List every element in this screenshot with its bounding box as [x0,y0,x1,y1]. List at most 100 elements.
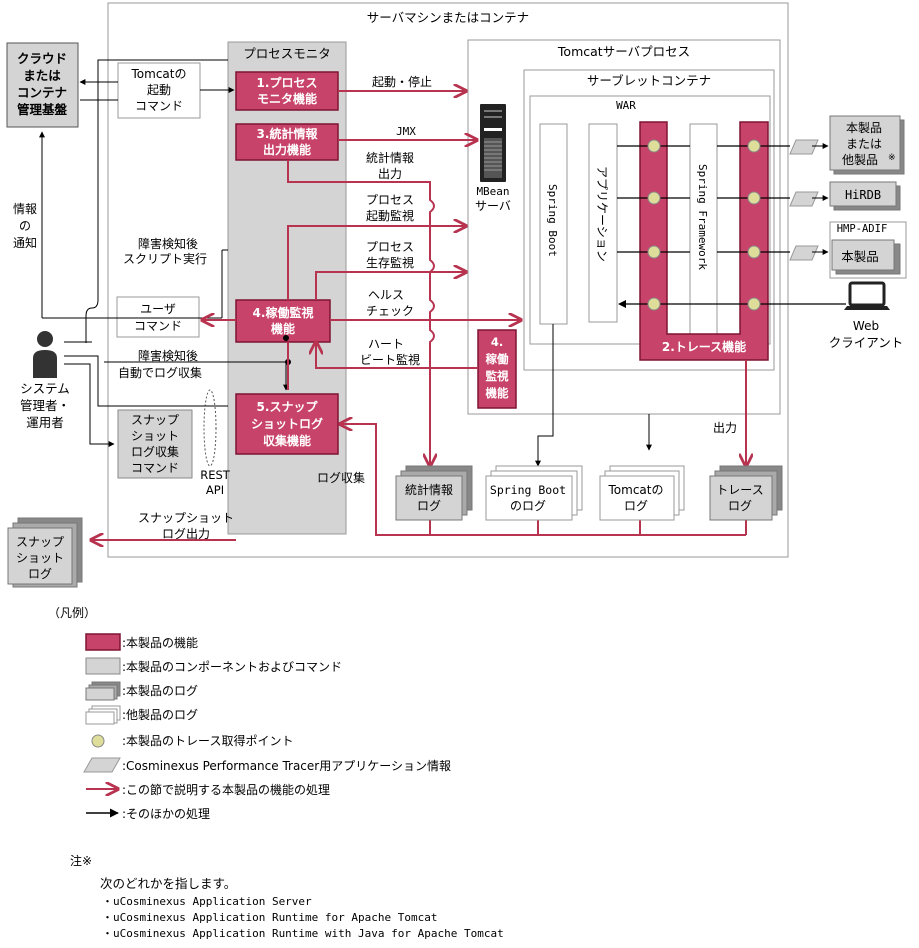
tomcat-start-label-2: 起動 [147,83,171,97]
trace-points [647,139,761,311]
springboot-log-label-1: Spring Boot [490,483,566,497]
snapshot-func-label-1: 5.スナップ [257,399,319,414]
tomcat-log-shape [599,465,685,521]
health-label-1: ヘルス [368,288,404,302]
springboot-log-shape [485,465,583,521]
stats-log-shape [395,465,473,521]
log-arrows [535,324,652,467]
info-notice-label-1: 情報 [13,202,37,216]
rest-api-ellipse [203,389,217,467]
legend-item-other-log: :他製品のログ [122,708,198,722]
stats-output-function-box [235,123,339,161]
stats-func-label-2: 出力機能 [263,142,311,157]
output-label: 出力 [713,421,737,435]
spring-framework-box [689,123,718,335]
stats-log-label-1: 統計情報 [405,482,453,497]
black-connectors [39,59,288,447]
process-alive-label-2: 生存監視 [366,255,414,270]
process-start-label-2: 起動監視 [366,208,414,223]
process-alive-label-1: プロセス [366,240,414,254]
trace-arrowhead [618,300,626,308]
user-cmd-label-2: コマンド [134,319,182,333]
heartbeat-label-2: ビート監視 [360,352,420,367]
snapcmd-label-3: ログ収集 [131,444,179,459]
monitor-func-label-2: 機能 [271,321,295,336]
snapshot-command-box [117,409,193,479]
pm-func-label-2: モニタ機能 [257,91,317,106]
info-notice-label-3: 通知 [13,236,37,250]
spring-framework-label: Spring Framework [696,164,709,270]
note-item: ・uCosminexus Application Runtime for Apa… [102,911,438,924]
user-cmd-label-1: ユーザ [140,302,176,316]
health-label-2: チェック [366,304,414,318]
note-item: ・uCosminexus Application Server [102,895,312,908]
server-machine-label: サーバマシンまたはコンテナ [367,10,529,25]
failure-log-label-1: 障害検知後 [138,348,198,363]
legend-item-product-log: :本製品のログ [122,684,198,698]
user-command-box [116,296,200,338]
legend-swatch-component [85,657,121,675]
prod-other-label-1: 本製品 [846,121,882,135]
snapout-label-2: ログ出力 [162,527,210,541]
monitoring-function-small-box [477,329,517,409]
hmp-product-label: 本製品 [841,249,879,264]
mbean-label-1: MBean [476,185,509,198]
note-title: 注※ [70,854,93,868]
cloud-label-1: クラウド [17,51,67,66]
web-label-2: クライアント [829,335,904,350]
process-monitor-label: プロセスモニタ [243,46,331,61]
product-or-other-box [829,115,905,175]
spring-boot-box [539,123,568,325]
legend-item-function: :本製品の機能 [122,635,198,650]
failure-log-label-2: 自動でログ収集 [118,365,202,380]
cloud-label-4: 管理基盤 [17,102,68,117]
hirdb-label: HiRDB [845,188,881,202]
legend-swatch-function [85,633,121,651]
snapcmd-label-4: コマンド [131,461,179,475]
monitor-small-label-4: 機能 [486,386,509,400]
stats-output-label-1: 統計情報 [366,150,414,165]
mbean-server-icon [480,104,506,182]
pm-func-label-1: 1.プロセス [257,75,318,90]
heartbeat-label-1: ハート [368,337,404,351]
process-start-label-1: プロセス [366,193,414,207]
snaplog-label-3: ログ [28,567,52,581]
hmp-adif-label: HMP-ADIF [837,223,888,235]
note-text: 次のどれかを指します。 [100,876,237,891]
snapcmd-label-2: ショット [131,429,179,443]
legend-swatch-other-log [85,705,121,725]
legend-item-trace-point: :本製品のトレース取得ポイント [122,733,293,748]
snapout-label-1: スナップショット [138,511,234,525]
tomcat-start-label-3: コマンド [135,99,183,113]
admin-person-icon [33,331,57,378]
admin-label-3: 運用者 [26,415,64,430]
legend-title: （凡例） [48,606,96,620]
right-arrows [812,143,829,255]
tomcat-start-command-box [117,62,201,119]
legend-item-cpt-info: :Cosminexus Performance Tracer用アプリケーション情… [122,759,451,773]
cloud-management-box [6,42,79,128]
snapshot-log-shape [7,517,83,588]
note-item: ・uCosminexus Application Runtime with Ja… [102,927,504,940]
process-monitor-function-box [235,71,339,111]
servlet-container-label: サーブレットコンテナ [587,73,711,88]
hmp-product-box [831,239,901,275]
snapshot-func-label-3: 収集機能 [263,433,311,448]
tomcat-start-label-1: Tomcatの [131,67,187,81]
junction-dot-2 [283,335,289,341]
snapshot-func-label-2: ショットログ [251,416,323,431]
trace-log-shape [709,465,783,521]
start-stop-label: 起動・停止 [372,74,432,89]
legend-item-component: :本製品のコンポーネントおよびコマンド [122,660,342,674]
legend: （凡例） :本製品の機能 :本製品のコンポーネントおよびコマンド :本製品のログ… [48,606,451,821]
legend-swatch-product-log [85,681,121,701]
footnotes: 注※ 次のどれかを指します。 ・uCosminexus Application … [70,852,504,942]
mbean-label-2: サーバ [475,199,511,213]
trace-log-label-2: ログ [728,499,752,513]
stats-output-label-2: 出力 [378,167,402,181]
red-arrows [91,91,746,540]
rest-label-2: API [206,483,224,497]
tomcat-log-label-1: Tomcatの [608,483,664,497]
trace-log-label-1: トレース [716,483,763,497]
